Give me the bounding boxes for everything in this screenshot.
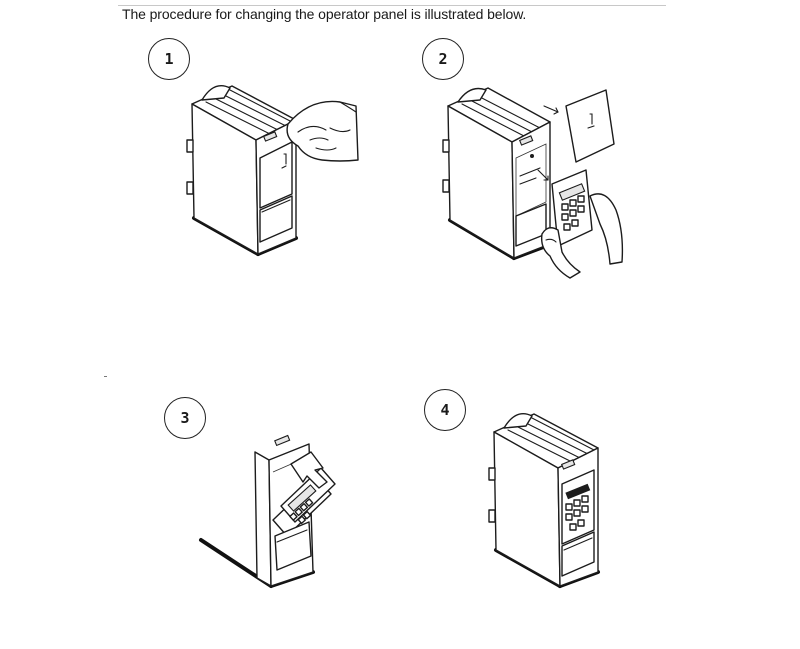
document-heading: The procedure for changing the operator … (122, 6, 527, 22)
top-divider (118, 5, 666, 6)
step-4-badge: 4 (424, 389, 466, 431)
step-1-badge: 1 (148, 38, 190, 80)
step-4-illustration (488, 413, 600, 588)
step-3-illustration (199, 434, 336, 588)
stray-mark (104, 376, 107, 377)
step-2-illustration (442, 87, 624, 279)
step-3-badge: 3 (164, 397, 206, 439)
step-1-illustration (186, 85, 359, 256)
step-2-badge: 2 (422, 38, 464, 80)
